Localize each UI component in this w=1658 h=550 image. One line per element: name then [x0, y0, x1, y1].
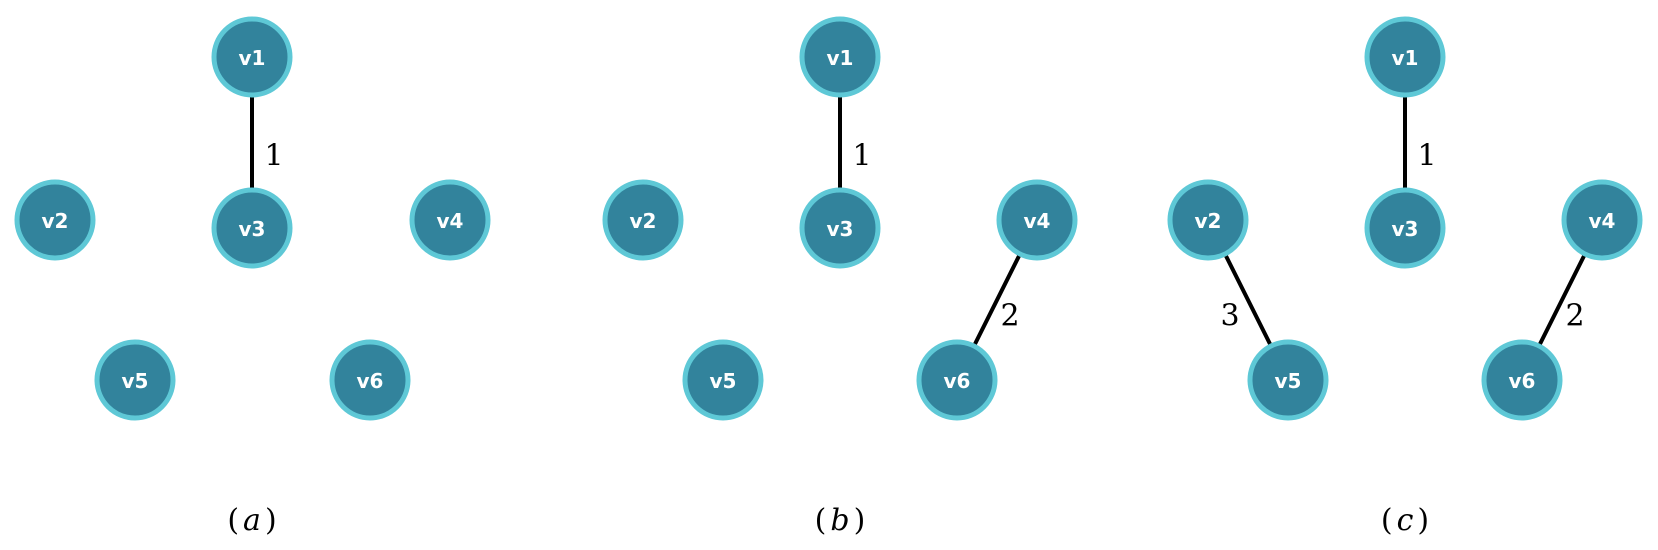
node-v4: v4 [996, 179, 1078, 261]
node-label-v5: v5 [710, 369, 737, 393]
node-v6: v6 [1481, 339, 1563, 421]
node-label-v2: v2 [42, 209, 69, 233]
edge-v4-v6 [1537, 253, 1587, 347]
node-circle-v3 [1364, 187, 1446, 269]
node-v5: v5 [682, 339, 764, 421]
node-circle-v6 [329, 339, 411, 421]
edge-weight-v1-v3: 1 [852, 139, 871, 174]
caption-letter: b [830, 503, 849, 538]
node-label-v4: v4 [437, 209, 464, 233]
node-v5: v5 [94, 339, 176, 421]
edge-weight-v1-v3: 1 [1417, 139, 1436, 174]
node-label-v6: v6 [944, 369, 971, 393]
caption-letter: c [1397, 503, 1414, 538]
node-v3: v3 [799, 187, 881, 269]
node-label-v6: v6 [357, 369, 384, 393]
edge-weight-v4-v6: 2 [1565, 299, 1584, 334]
node-circle-v2 [602, 179, 684, 261]
edge-v2-v5 [1223, 253, 1273, 347]
node-circle-v3 [211, 187, 293, 269]
node-v3: v3 [211, 187, 293, 269]
panel-caption-c: (c) [1381, 503, 1429, 538]
caption-close-paren: ) [1417, 503, 1429, 538]
panel-b: 1 2 v1 v2 v3 v4 v5 v6 (b) [602, 16, 1078, 538]
caption-open-paren: ( [1381, 503, 1393, 538]
node-circle-v6 [916, 339, 998, 421]
node-v2: v2 [602, 179, 684, 261]
node-label-v3: v3 [1392, 217, 1419, 241]
node-label-v5: v5 [1275, 369, 1302, 393]
panel-caption-b: (b) [815, 503, 866, 538]
node-circle-v2 [14, 179, 96, 261]
panel-a: 1 v1 v2 v3 v4 v5 v6 (a) [14, 16, 491, 538]
node-v5: v5 [1247, 339, 1329, 421]
node-circle-v1 [799, 16, 881, 98]
node-v4: v4 [1561, 179, 1643, 261]
node-label-v5: v5 [122, 369, 149, 393]
node-label-v3: v3 [239, 217, 266, 241]
node-v4: v4 [409, 179, 491, 261]
node-circle-v1 [1364, 16, 1446, 98]
node-circle-v4 [409, 179, 491, 261]
caption-close-paren: ) [854, 503, 866, 538]
caption-open-paren: ( [815, 503, 827, 538]
node-v2: v2 [1167, 179, 1249, 261]
edge-weight-v2-v5: 3 [1220, 299, 1239, 334]
edge-v4-v6 [972, 253, 1022, 347]
node-circle-v5 [682, 339, 764, 421]
node-circle-v6 [1481, 339, 1563, 421]
node-label-v4: v4 [1589, 209, 1616, 233]
node-label-v3: v3 [827, 217, 854, 241]
node-label-v1: v1 [827, 46, 854, 70]
node-label-v1: v1 [1392, 46, 1419, 70]
caption-letter: a [243, 503, 261, 538]
node-circle-v4 [996, 179, 1078, 261]
node-label-v2: v2 [1195, 209, 1222, 233]
node-label-v4: v4 [1024, 209, 1051, 233]
edge-weight-v4-v6: 2 [1000, 299, 1019, 334]
node-label-v2: v2 [630, 209, 657, 233]
node-circle-v1 [211, 16, 293, 98]
node-v1: v1 [799, 16, 881, 98]
edge-weight-v1-v3: 1 [264, 139, 283, 174]
panel-c: 1 2 3 v1 v2 v3 v4 v5 v6 (c) [1167, 16, 1643, 538]
node-label-v6: v6 [1509, 369, 1536, 393]
panel-caption-a: (a) [227, 503, 276, 538]
node-circle-v5 [94, 339, 176, 421]
node-v6: v6 [916, 339, 998, 421]
node-v6: v6 [329, 339, 411, 421]
node-circle-v5 [1247, 339, 1329, 421]
node-label-v1: v1 [239, 46, 266, 70]
node-circle-v2 [1167, 179, 1249, 261]
node-v2: v2 [14, 179, 96, 261]
node-v1: v1 [1364, 16, 1446, 98]
caption-open-paren: ( [227, 503, 239, 538]
node-v3: v3 [1364, 187, 1446, 269]
node-v1: v1 [211, 16, 293, 98]
caption-close-paren: ) [265, 503, 277, 538]
node-circle-v3 [799, 187, 881, 269]
node-circle-v4 [1561, 179, 1643, 261]
